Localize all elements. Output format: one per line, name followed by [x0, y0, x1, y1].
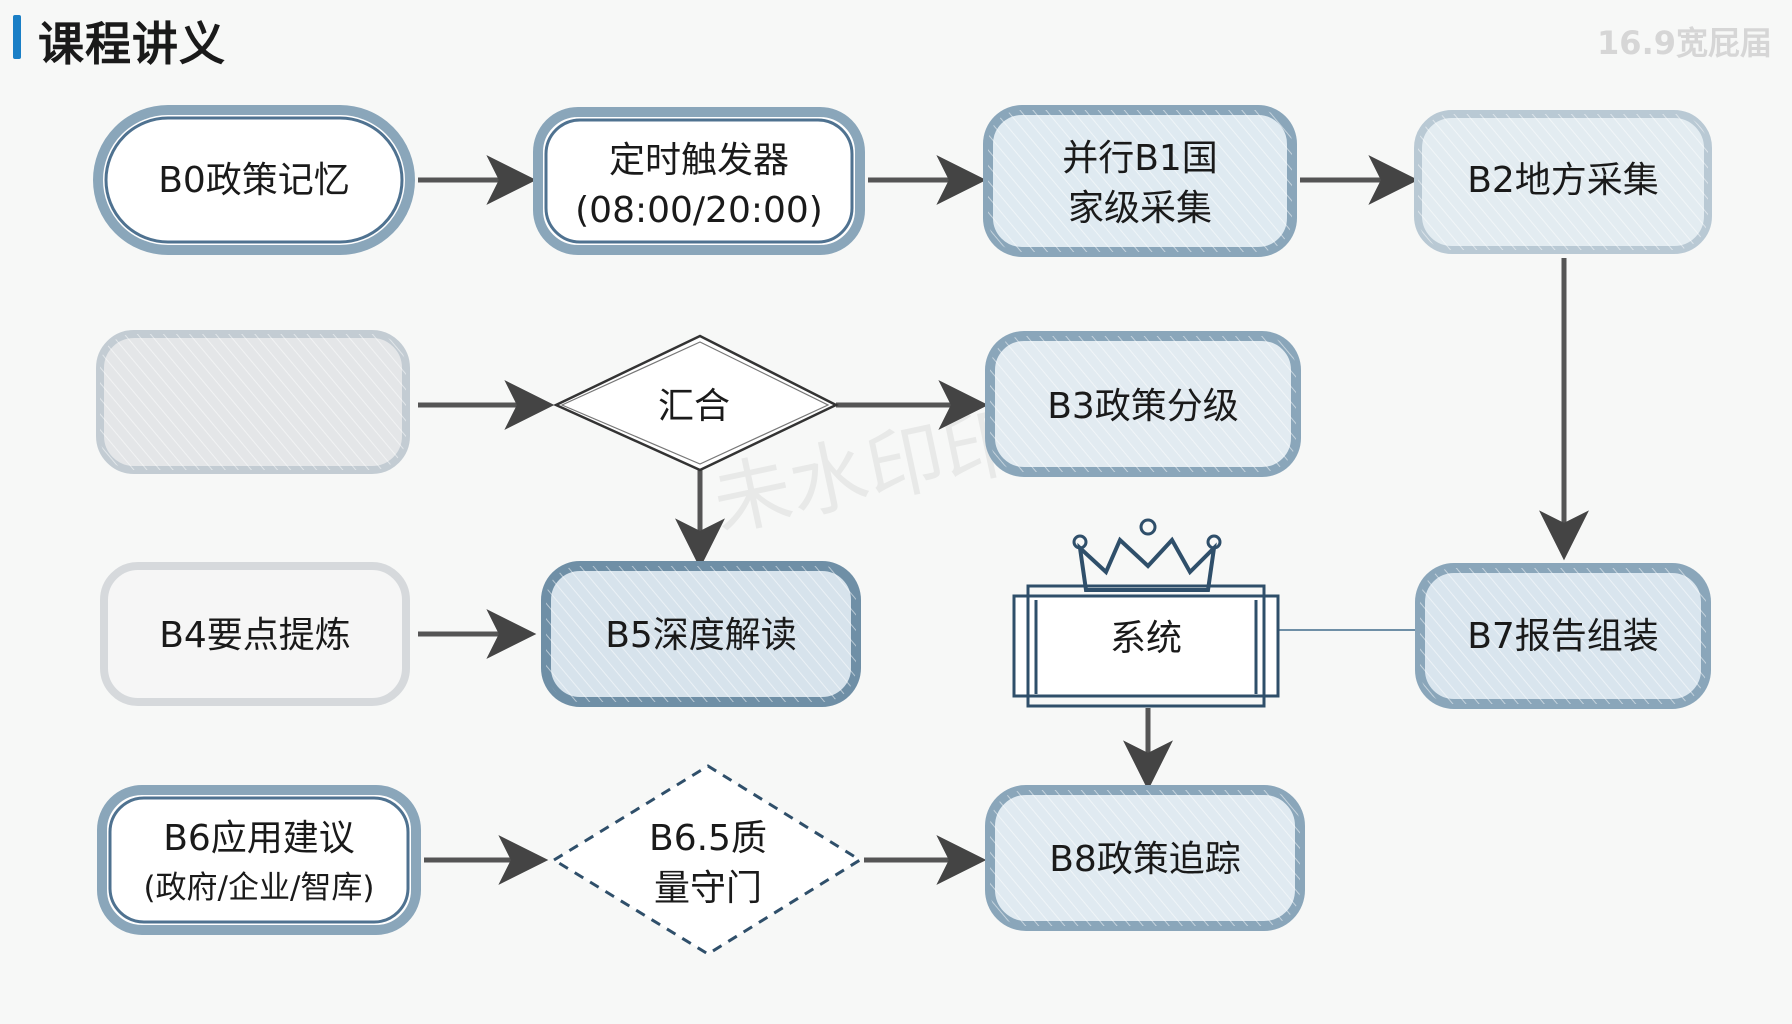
node-b2-label: B2地方采集	[1467, 160, 1659, 201]
node-merge: 汇合	[553, 334, 839, 472]
node-b0: B0政策记忆	[93, 105, 415, 255]
node-b7: B7报告组装	[1415, 563, 1711, 709]
node-merge-label: 汇合	[658, 386, 730, 427]
node-b65-line1: B6.5质	[649, 818, 767, 859]
node-timer: 定时触发器 (08:00/20:00)	[533, 107, 865, 255]
node-b5: B5深度解读	[541, 561, 861, 707]
header-accent-bar	[13, 15, 21, 59]
node-b3: B3政策分级	[985, 331, 1301, 477]
aspect-ratio-label: 16.9宽屁届	[1597, 24, 1772, 62]
node-system-label: 系统	[1110, 618, 1182, 659]
node-b1-line1: 并行B1国	[1062, 138, 1218, 179]
node-b1: 并行B1国 家级采集	[983, 105, 1297, 257]
node-timer-line1: 定时触发器	[609, 140, 789, 181]
node-b4: B4要点提炼	[100, 562, 410, 706]
node-blank	[96, 330, 410, 474]
node-b8-label: B8政策追踪	[1049, 839, 1241, 880]
page-title: 课程讲义	[38, 17, 226, 71]
edges	[418, 155, 1589, 885]
node-b1-line2: 家级采集	[1068, 188, 1212, 229]
node-b2: B2地方采集	[1414, 110, 1712, 254]
node-b3-label: B3政策分级	[1047, 386, 1239, 427]
node-b6-line2: (政府/企业/智库)	[143, 870, 374, 906]
node-system: 系统	[1012, 518, 1280, 708]
node-b6-line1: B6应用建议	[163, 818, 355, 859]
node-b5-label: B5深度解读	[605, 615, 797, 656]
node-b0-label: B0政策记忆	[158, 160, 350, 201]
node-b6: B6应用建议 (政府/企业/智库)	[97, 785, 421, 935]
node-b8: B8政策追踪	[985, 785, 1305, 931]
crown-icon	[1072, 518, 1222, 592]
node-b4-label: B4要点提炼	[159, 615, 351, 656]
node-b65: B6.5质 量守门	[551, 764, 863, 956]
node-b65-line2: 量守门	[654, 868, 762, 909]
node-timer-line2: (08:00/20:00)	[575, 190, 823, 231]
node-b7-label: B7报告组装	[1467, 616, 1659, 657]
